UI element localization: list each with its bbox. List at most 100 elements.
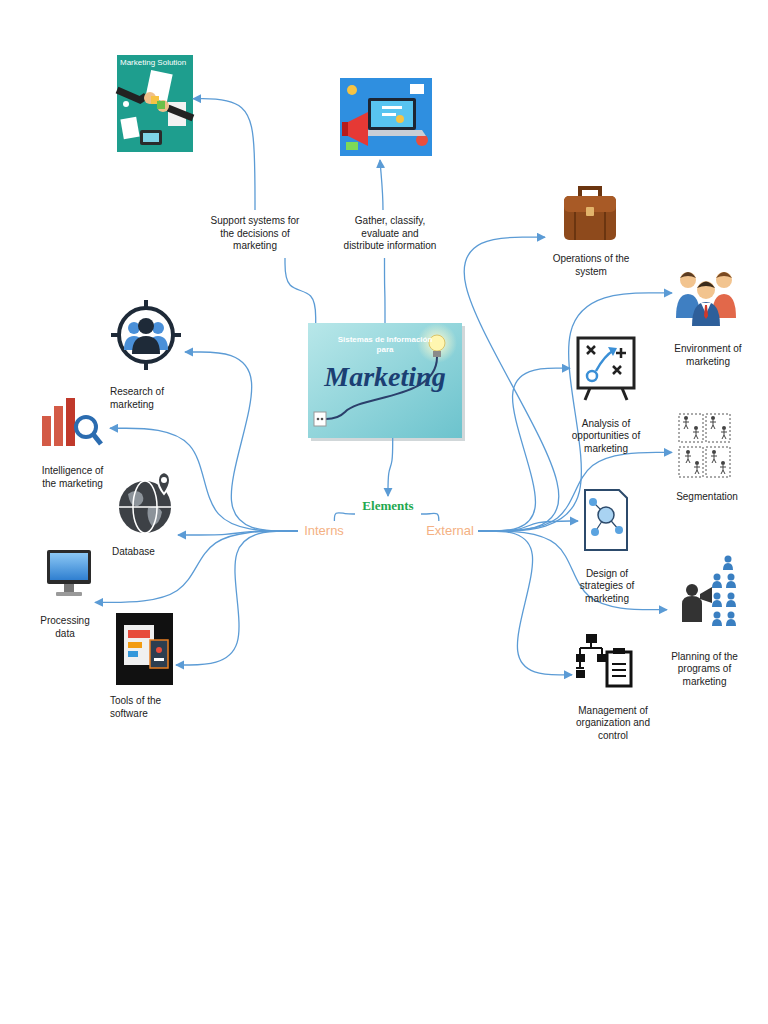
segmentation-icon [679, 414, 730, 477]
strategy-document-icon [598, 507, 614, 523]
information-illustration [382, 106, 402, 109]
software-tools-icon [154, 658, 164, 661]
organization-icon [597, 654, 606, 662]
software-tools-icon [156, 647, 162, 653]
central-node: Sistemas de Información paraMarketing [308, 323, 462, 438]
connector-arrow [193, 99, 255, 210]
planning-icon [700, 587, 712, 603]
node-label: Segmentation [671, 491, 743, 504]
connector-arrow [478, 531, 572, 675]
segmentation-icon [679, 447, 703, 477]
icon-node: Segmentation [672, 411, 742, 503]
node-label: Elements [355, 498, 421, 514]
chart-magnifier-icon [42, 416, 51, 446]
briefcase-icon [564, 196, 616, 240]
research-icon [128, 322, 140, 334]
monitor-icon [64, 584, 74, 592]
strategy-document-icon [615, 526, 623, 534]
planning-icon [712, 612, 722, 627]
organization-icon [586, 634, 597, 643]
node-label: Database [112, 546, 172, 559]
marketing-solution-image [120, 117, 139, 139]
briefcase-icon [574, 212, 576, 240]
segmentation-icon [679, 414, 703, 442]
connector-arrow [478, 531, 667, 610]
connector-arrow [478, 368, 570, 531]
central-banner [317, 418, 320, 421]
node-label: Environment of marketing [672, 343, 744, 368]
planning-icon [723, 556, 733, 571]
connector-arrow [110, 428, 298, 531]
globe-icon [161, 477, 167, 483]
node-label: Operations of the system [546, 253, 636, 278]
icon-node: Management of organization and control [572, 630, 654, 742]
category-label: Interns [298, 521, 350, 541]
segmentation-icon [683, 416, 689, 429]
information-illustration [346, 142, 358, 150]
node-label: Interns [298, 523, 350, 539]
node-label: Tools of the software [110, 695, 182, 720]
node-label: Processing data [36, 615, 94, 640]
organization-icon [576, 670, 585, 678]
connector-arrow [384, 258, 386, 323]
icon-node: Database [112, 466, 178, 558]
node-heading: Marketing [310, 359, 460, 394]
marketing-solution-image [123, 101, 129, 107]
central-banner [308, 323, 462, 438]
chart-magnifier-icon [76, 417, 96, 437]
marketing-solution-image [157, 101, 165, 109]
information-illustration [410, 84, 424, 94]
planning-icon [682, 596, 702, 622]
information-illustration [358, 130, 426, 136]
connector-arrow [464, 237, 559, 531]
people-icon [697, 282, 715, 289]
leader-arrow [380, 160, 383, 210]
node-label: Support systems for the decisions of mar… [207, 215, 303, 253]
strategy-board-icon [622, 388, 627, 400]
icon-node: Operations of the system [545, 176, 637, 278]
strategy-document-icon [585, 490, 627, 550]
organization-icon [576, 654, 585, 662]
planning-icon [686, 584, 698, 596]
marketing-solution-image [117, 55, 193, 152]
strategy-document-icon [593, 502, 619, 532]
software-tools-icon [150, 640, 168, 668]
edge-note-node: Support systems for the decisions of mar… [205, 210, 305, 258]
people-icon [704, 305, 708, 319]
icon-node: Environment of marketing [672, 256, 744, 368]
software-tools-icon [116, 613, 173, 685]
globe-icon [158, 472, 170, 494]
planning-icon [726, 593, 736, 608]
segmentation-icon [720, 461, 726, 474]
planning-icon [726, 574, 736, 589]
central-banner [308, 323, 465, 441]
strategy-board-icon [608, 347, 617, 356]
information-illustration [348, 112, 368, 146]
research-icon [119, 308, 173, 362]
globe-icon [128, 491, 143, 506]
marketing-solution-image [143, 133, 159, 142]
information-illustration [371, 101, 413, 127]
connector-arrow [185, 352, 298, 531]
research-icon [138, 318, 154, 334]
edge-note-node: Gather, classify, evaluate and distribut… [335, 210, 445, 258]
research-icon [111, 300, 181, 370]
segmentation-icon [711, 450, 717, 463]
software-tools-icon [128, 642, 142, 648]
strategy-board-icon [587, 346, 595, 354]
planning-icon [682, 556, 736, 627]
segmentation-icon [710, 416, 716, 429]
node-label: Design of strategies of marketing [577, 568, 637, 606]
marketing-solution-image [157, 100, 169, 112]
organization-icon [613, 648, 625, 654]
icon-node: Processing data [35, 546, 95, 640]
people-icon [692, 302, 720, 326]
people-icon [716, 272, 732, 278]
research-icon [132, 336, 160, 354]
connector-arrow [388, 438, 393, 496]
organization-icon [576, 634, 631, 686]
marketing-solution-image [117, 90, 146, 100]
people-icon [680, 272, 696, 288]
